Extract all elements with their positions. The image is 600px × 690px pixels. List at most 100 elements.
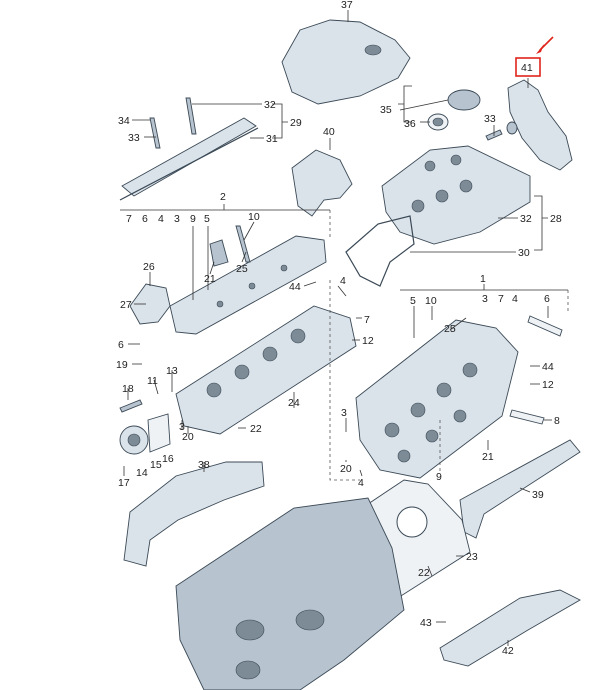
callout-9-right: 9	[436, 471, 442, 483]
leader-35	[399, 99, 449, 111]
part-28-hole-c	[459, 179, 473, 193]
callout-44-right: 44	[542, 361, 554, 373]
callout-17: 17	[118, 477, 130, 489]
callout-15: 15	[150, 459, 162, 471]
callout-6-left: 6	[118, 339, 124, 351]
part-31-cam-strip	[121, 117, 257, 197]
part-36-seal-inner	[432, 117, 444, 127]
part-24-port-a	[206, 382, 222, 398]
callout-21-left: 21	[204, 273, 216, 285]
part-1-port-d	[462, 362, 478, 378]
leader-41-arrowhead	[536, 44, 544, 54]
part-37-port	[364, 44, 382, 56]
callout-7-left: 7	[364, 314, 370, 326]
callout-37: 37	[341, 0, 353, 11]
highlight-box-41	[515, 57, 541, 77]
callout-10-top: 10	[248, 211, 260, 223]
part-35-cap	[447, 89, 481, 111]
callout-34: 34	[118, 115, 130, 127]
part-18-bolt	[119, 399, 143, 413]
callout-41: 41	[521, 62, 533, 74]
callout-24: 24	[288, 397, 300, 409]
part-34-bolt	[149, 117, 161, 149]
callout-21-right: 21	[482, 451, 494, 463]
callout-3-right-top: 3	[482, 293, 488, 305]
callout-14: 14	[136, 467, 148, 479]
part-24-cylinder-head	[175, 305, 357, 435]
engine-block-bore-a	[235, 619, 265, 641]
part-2-hole-c	[280, 264, 288, 272]
part-10-bolt	[235, 225, 251, 263]
part-41-bracket	[507, 79, 573, 171]
callout-12-right: 12	[542, 379, 554, 391]
callout-35: 35	[380, 104, 392, 116]
callout-3-mid: 3	[341, 407, 347, 419]
leader-25-left	[241, 251, 247, 263]
part-28-hole-d	[424, 160, 436, 172]
part-30-gasket	[345, 215, 415, 287]
callout-31: 31	[266, 133, 278, 145]
callout-33-right: 33	[484, 113, 496, 125]
part-23-bore-c	[396, 506, 428, 538]
engine-block	[175, 497, 405, 690]
part-1-port-g	[453, 409, 467, 423]
callout-4-left: 4	[340, 275, 346, 287]
callout-20-mid: 20	[340, 463, 352, 475]
part-8-sensor	[509, 409, 545, 425]
leader-10-left	[243, 221, 255, 241]
part-33-washer	[506, 121, 518, 135]
callout-12-left: 12	[362, 335, 374, 347]
callout-28: 28	[550, 213, 562, 225]
callout-40: 40	[323, 126, 335, 138]
part-24-port-c	[262, 346, 278, 362]
part-24-port-d	[290, 328, 306, 344]
callout-27: 27	[120, 299, 132, 311]
callout-42: 42	[502, 645, 514, 657]
part-38-bracket	[123, 461, 265, 567]
engine-block-bore-c	[235, 660, 261, 680]
leader-11	[153, 379, 159, 395]
bracket-2	[120, 204, 330, 211]
bracket-29	[272, 103, 288, 139]
callout-43: 43	[420, 617, 432, 629]
part-28-hole-b	[435, 189, 449, 203]
callout-6-top: 6	[142, 213, 148, 225]
callout-6-right-top: 6	[544, 293, 550, 305]
callout-39: 39	[532, 489, 544, 501]
bracket-left-mid	[329, 280, 360, 481]
part-6-sensor	[527, 315, 563, 337]
part-1-cylinder-head	[355, 319, 519, 479]
callout-7-top: 7	[126, 213, 132, 225]
callout-7-right: 7	[498, 293, 504, 305]
callout-26: 26	[143, 261, 155, 273]
callout-36: 36	[404, 118, 416, 130]
callout-1: 1	[480, 273, 486, 285]
bracket-1	[400, 284, 568, 291]
callout-33-left: 33	[128, 132, 140, 144]
leader-4-left	[337, 285, 347, 297]
callout-38: 38	[198, 459, 210, 471]
callout-4-top: 4	[158, 213, 164, 225]
callout-25-left: 25	[236, 263, 248, 275]
callout-9-top: 9	[190, 213, 196, 225]
bracket-28	[534, 195, 548, 251]
part-39-rail	[459, 439, 581, 539]
callout-5-top: 5	[204, 213, 210, 225]
part-32-bolt	[185, 97, 197, 135]
part-24-port-b	[234, 364, 250, 380]
part-37-cover	[281, 19, 411, 105]
callout-44-left: 44	[289, 281, 301, 293]
callout-11: 11	[147, 375, 158, 387]
callout-22-right: 22	[418, 567, 430, 579]
part-2-hole-b	[248, 282, 256, 290]
part-2-valve-cover	[169, 235, 327, 335]
callout-19: 19	[116, 359, 128, 371]
callout-16: 16	[162, 453, 174, 465]
part-1-port-b	[410, 402, 426, 418]
callout-30: 30	[518, 247, 530, 259]
callout-29: 29	[290, 117, 302, 129]
callout-4-mid: 4	[358, 477, 364, 489]
part-31-gasket-strip	[119, 127, 259, 201]
part-28-hole-a	[411, 199, 425, 213]
